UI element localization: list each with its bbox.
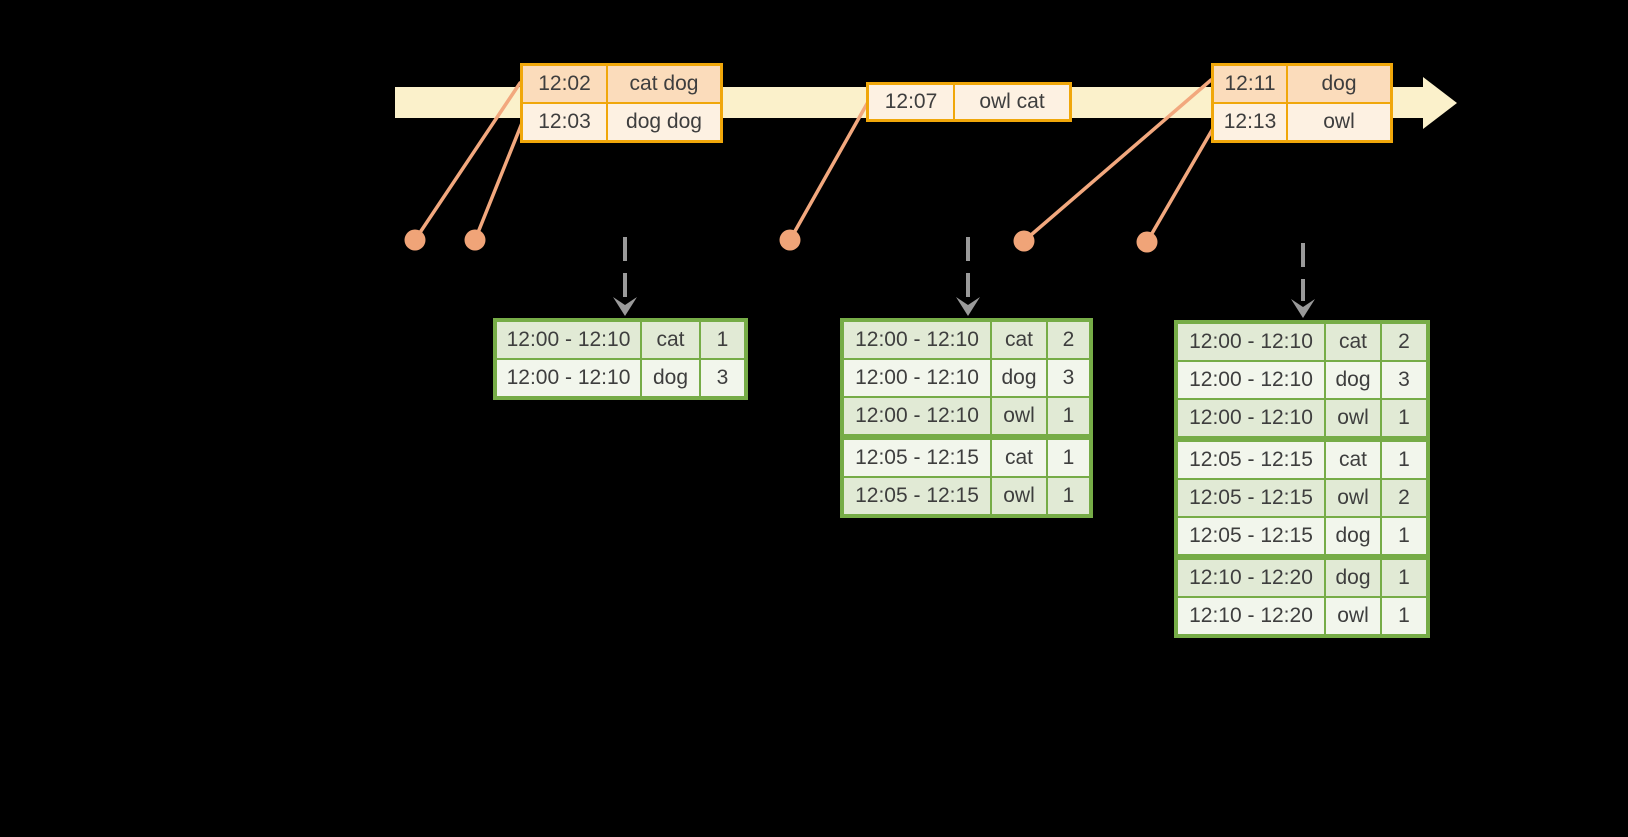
- table-cell: 12:10 - 12:20: [1178, 560, 1324, 596]
- table-cell: dog: [1326, 362, 1380, 398]
- event-dots: [404, 229, 1158, 253]
- table-cell: 1: [1048, 440, 1089, 476]
- table-cell: 12:00 - 12:10: [844, 360, 990, 396]
- table-cell: 12:03: [523, 104, 606, 140]
- table-cell: 3: [701, 360, 744, 396]
- table-cell: 12:05 - 12:15: [1178, 442, 1324, 478]
- trigger-arrowhead-icon: [1291, 299, 1315, 318]
- timeline-arrowhead-icon: [1423, 77, 1457, 129]
- table-cell: 1: [1382, 598, 1426, 634]
- table-cell: cat: [1326, 442, 1380, 478]
- table-cell: 1: [1048, 398, 1089, 434]
- table-cell: 1: [1382, 518, 1426, 554]
- table-cell: 12:05 - 12:15: [844, 478, 990, 514]
- table-cell: dog: [642, 360, 699, 396]
- event-dot: [1013, 230, 1035, 252]
- table-cell: 12:05 - 12:15: [1178, 518, 1324, 554]
- trigger-arrowhead-icon: [613, 297, 637, 316]
- event-connector-line: [788, 100, 870, 242]
- table-cell: 2: [1382, 480, 1426, 516]
- table-cell: 12:00 - 12:10: [1178, 400, 1324, 436]
- table-cell: dog: [1288, 66, 1390, 102]
- table-cell: 12:00 - 12:10: [1178, 324, 1324, 360]
- event-connector-line: [1022, 78, 1213, 243]
- table-cell: 2: [1048, 322, 1089, 358]
- table-cell: dog: [1326, 518, 1380, 554]
- table-cell: cat: [992, 440, 1046, 476]
- table-cell: 12:00 - 12:10: [497, 360, 640, 396]
- trigger-arrowhead-icon: [956, 297, 980, 316]
- table-cell: 12:05 - 12:15: [1178, 480, 1324, 516]
- table-cell: owl: [1288, 104, 1390, 140]
- table-cell: 12:11: [1214, 66, 1286, 102]
- table-cell: dog dog: [608, 104, 720, 140]
- event-dot: [464, 229, 486, 251]
- table-cell: 12:13: [1214, 104, 1286, 140]
- table-cell: cat: [642, 322, 699, 358]
- table-cell: dog: [992, 360, 1046, 396]
- table-cell: cat: [1326, 324, 1380, 360]
- table-cell: owl: [992, 398, 1046, 434]
- table-cell: 12:00 - 12:10: [844, 398, 990, 434]
- table-cell: 2: [1382, 324, 1426, 360]
- table-cell: 3: [1382, 362, 1426, 398]
- table-cell: owl: [1326, 480, 1380, 516]
- table-cell: 12:05 - 12:15: [844, 440, 990, 476]
- event-connectors: [413, 78, 1217, 244]
- table-cell: cat: [992, 322, 1046, 358]
- table-cell: cat dog: [608, 66, 720, 102]
- table-cell: 12:10 - 12:20: [1178, 598, 1324, 634]
- event-connector-line: [1145, 123, 1217, 244]
- table-cell: 1: [1048, 478, 1089, 514]
- table-cell: owl: [1326, 598, 1380, 634]
- event-dot: [404, 229, 426, 251]
- trigger-arrows: [613, 237, 1315, 318]
- table-cell: 3: [1048, 360, 1089, 396]
- table-cell: owl: [1326, 400, 1380, 436]
- table-cell: 12:07: [869, 85, 953, 119]
- event-dot: [779, 229, 801, 251]
- event-connector-line: [473, 121, 524, 242]
- table-cell: dog: [1326, 560, 1380, 596]
- table-cell: 12:02: [523, 66, 606, 102]
- table-cell: 1: [1382, 442, 1426, 478]
- table-cell: 12:00 - 12:10: [844, 322, 990, 358]
- table-cell: 1: [1382, 400, 1426, 436]
- event-connector-line: [413, 81, 522, 242]
- table-cell: 1: [1382, 560, 1426, 596]
- table-cell: owl: [992, 478, 1046, 514]
- table-cell: owl cat: [955, 85, 1069, 119]
- table-cell: 12:00 - 12:10: [1178, 362, 1324, 398]
- event-dot: [1136, 231, 1158, 253]
- table-cell: 1: [701, 322, 744, 358]
- table-cell: 12:00 - 12:10: [497, 322, 640, 358]
